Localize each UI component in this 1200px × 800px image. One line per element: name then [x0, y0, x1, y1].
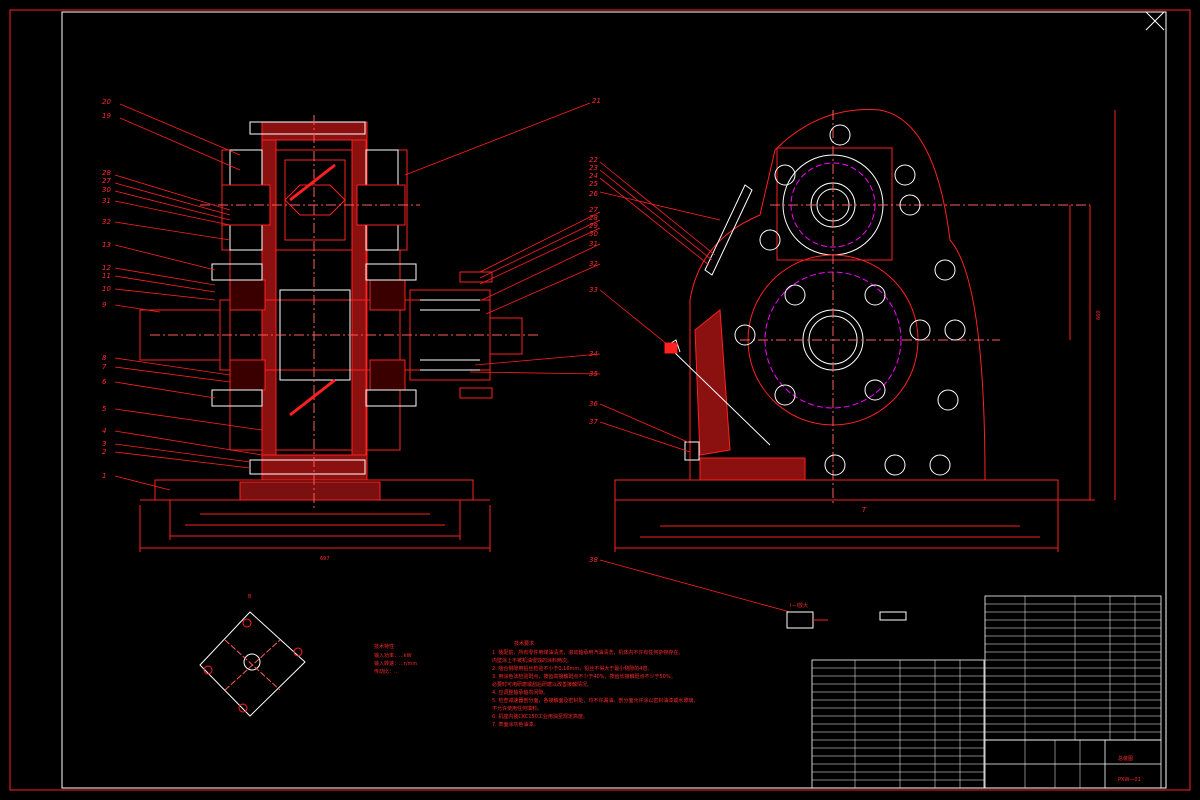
spec-title: 技术特性: [374, 643, 394, 650]
dimension-label: 697: [320, 556, 330, 562]
part-label: 5: [102, 405, 107, 413]
bolt-hole: [784, 284, 806, 306]
sectional-view-left: [139, 115, 540, 552]
bolt-hole: [759, 229, 781, 251]
bolt-hole: [884, 454, 906, 476]
part-label: 27: [589, 206, 598, 214]
part-label: 28: [102, 169, 111, 177]
part-label: 36: [589, 400, 598, 408]
part-label: 8: [102, 354, 107, 362]
bolt-hole: [864, 284, 886, 306]
elevation-view-right: [614, 109, 1116, 552]
bolt-hole: [864, 379, 886, 401]
part-label: 31: [589, 240, 598, 248]
dimension-label: T: [862, 506, 867, 514]
part-label: 6: [102, 378, 107, 386]
flange-plate-view: [199, 611, 306, 717]
part-label: 3: [102, 440, 106, 448]
part-label: 11: [102, 272, 111, 280]
tech-line: 3. 用涂色法检验斑点，按齿高接触斑点不少于40%，按齿长接触斑点不少于50%。: [492, 673, 676, 680]
technical-specs: 技术特性 输入功率：...kW 输入转速：...r/min 传动比：...: [374, 643, 417, 675]
part-number-labels-left: 20 19 28 27 30 31 32 13 12 11 10 9 8 7 6…: [102, 97, 601, 562]
bolt-hole: [774, 164, 796, 186]
part-label: 22: [589, 156, 598, 164]
bolt-hole: [829, 124, 851, 146]
dimension-label: 660: [1096, 310, 1102, 320]
bolt-hole: [934, 259, 956, 281]
part-label: 28: [589, 214, 598, 222]
bolt-hole: [899, 194, 921, 216]
part-label: 4: [102, 427, 106, 435]
part-label: 38: [589, 556, 598, 564]
spec-line: 输入转速：...r/min: [374, 660, 417, 667]
bolt-holes: [734, 124, 966, 476]
bolt-hole: [824, 454, 846, 476]
part-label: 26: [589, 190, 598, 198]
tech-line: 必要时可用研磨或刮后研磨以改善接触情况。: [492, 681, 592, 688]
part-label: 12: [102, 264, 111, 272]
spec-line: 传动比：...: [374, 668, 399, 675]
leader-lines-left: [114, 102, 591, 491]
part-label: 35: [589, 370, 598, 378]
title-block-grid: [812, 596, 1161, 788]
bolt-hole: [734, 324, 756, 346]
part-label: 31: [102, 197, 111, 205]
leader-lines-right: [469, 161, 791, 613]
tech-line: 5. 检查减速器剖分面，各接触面及密封处，均不许漏油。剖分面允许涂以密封油漆或水…: [492, 697, 698, 704]
drawing-frame: [9, 9, 1191, 791]
part-label: 2: [102, 448, 107, 456]
tech-title: 技术要求: [514, 640, 534, 647]
spec-line: 输入功率：...kW: [374, 652, 412, 659]
part-label: 34: [589, 350, 598, 358]
bolt-hole: [894, 164, 916, 186]
part-label: 29: [589, 222, 598, 230]
small-detail-views: [786, 611, 907, 629]
part-label: 32: [102, 218, 111, 226]
part-label: 21: [592, 97, 601, 105]
tech-line: 不允许使用任何填料。: [492, 705, 542, 712]
part-label: 37: [589, 418, 598, 426]
tech-line: 1. 装配前，所有零件用煤油清洗，滚动轴承用汽油清洗，机体内不许有任何杂物存在。: [492, 649, 683, 656]
drawing-number: PXW—01: [1118, 777, 1141, 783]
tech-line: 4. 应调整轴承轴向间隙。: [492, 689, 548, 696]
part-label: 9: [102, 301, 107, 309]
part-label: 1: [102, 472, 106, 480]
detail-label: I—I放大: [790, 602, 808, 609]
part-label: 30: [589, 230, 598, 238]
view-label: B: [248, 594, 252, 600]
part-label: 32: [589, 260, 598, 268]
part-label: 20: [102, 98, 111, 106]
part-label: 27: [102, 177, 111, 185]
drawing-name: 总装图: [1118, 755, 1133, 762]
part-label: 10: [102, 285, 111, 293]
part-label: 19: [102, 112, 111, 120]
part-label: 13: [102, 241, 111, 249]
tech-line: 内壁涂上不被机油侵蚀的涂料两次。: [492, 657, 572, 664]
tech-line: 2. 啮合侧隙用铅丝检验不小于0.16mm，铅丝不得大于最小侧隙的4倍。: [492, 665, 652, 672]
tech-line: 6. 机座内装CKC150工业用油至规定高度。: [492, 713, 588, 720]
part-label: 30: [102, 186, 111, 194]
part-label: 25: [589, 180, 598, 188]
bolt-hole: [909, 319, 931, 341]
bolt-hole: [937, 389, 959, 411]
bolt-hole: [929, 454, 951, 476]
bolt-hole: [774, 384, 796, 406]
bolt-hole: [944, 319, 966, 341]
part-label: 33: [589, 286, 598, 294]
technical-requirements: 技术要求 1. 装配前，所有零件用煤油清洗，滚动轴承用汽油清洗，机体内不许有任何…: [492, 640, 698, 728]
part-label: 24: [589, 172, 598, 180]
part-label: 7: [102, 363, 107, 371]
tech-line: 7. 表面涂灰色油漆。: [492, 721, 538, 728]
part-label: 23: [589, 164, 598, 172]
part-number-labels-right: 22 23 24 25 26 27 28 29 30 31 32 33 34 3…: [589, 156, 1102, 564]
